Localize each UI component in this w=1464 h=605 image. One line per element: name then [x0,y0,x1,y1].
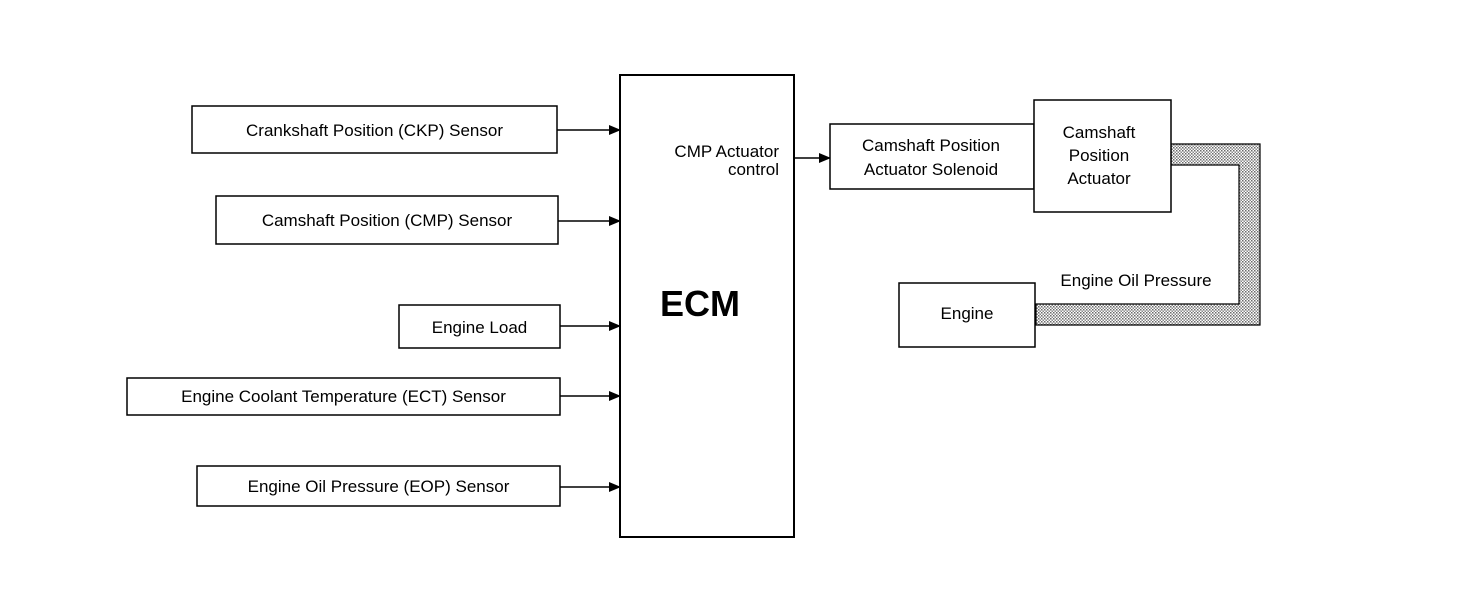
solenoid-label-line2: Actuator Solenoid [864,160,998,179]
input-engine-load: Engine Load [398,304,561,349]
input-arrows [557,125,621,492]
input-sensor-ckp: Crankshaft Position (CKP) Sensor [191,105,558,154]
solenoid-label-line1: Camshaft Position [862,136,1000,155]
input-engine-load-label: Engine Load [432,318,527,337]
ecm-output-label-line1: CMP Actuator [674,142,779,161]
input-sensor-ect-label: Engine Coolant Temperature (ECT) Sensor [181,387,506,406]
oil-pressure-path [1035,143,1261,326]
input-sensor-ckp-label: Crankshaft Position (CKP) Sensor [246,121,503,140]
input-sensor-cmp-label: Camshaft Position (CMP) Sensor [262,211,513,230]
input-sensor-eop: Engine Oil Pressure (EOP) Sensor [196,465,561,507]
input-sensor-cmp: Camshaft Position (CMP) Sensor [215,195,559,245]
input-sensor-ect: Engine Coolant Temperature (ECT) Sensor [126,377,561,416]
actuator-label-line2: Position [1069,146,1129,165]
engine-label: Engine [941,304,994,323]
actuator-label-line3: Actuator [1067,169,1131,188]
ecm-output-label-line2: control [728,160,779,179]
ecm-title: ECM [660,283,740,324]
ecm-block: CMP Actuator control ECM [619,74,795,538]
actuator-label-line1: Camshaft [1063,123,1136,142]
engine-box: Engine [898,282,1036,348]
input-sensor-eop-label: Engine Oil Pressure (EOP) Sensor [248,477,510,496]
solenoid-box: Camshaft Position Actuator Solenoid [829,123,1035,190]
oil-pressure-label: Engine Oil Pressure [1060,271,1211,290]
actuator-box: Camshaft Position Actuator [1033,99,1172,213]
